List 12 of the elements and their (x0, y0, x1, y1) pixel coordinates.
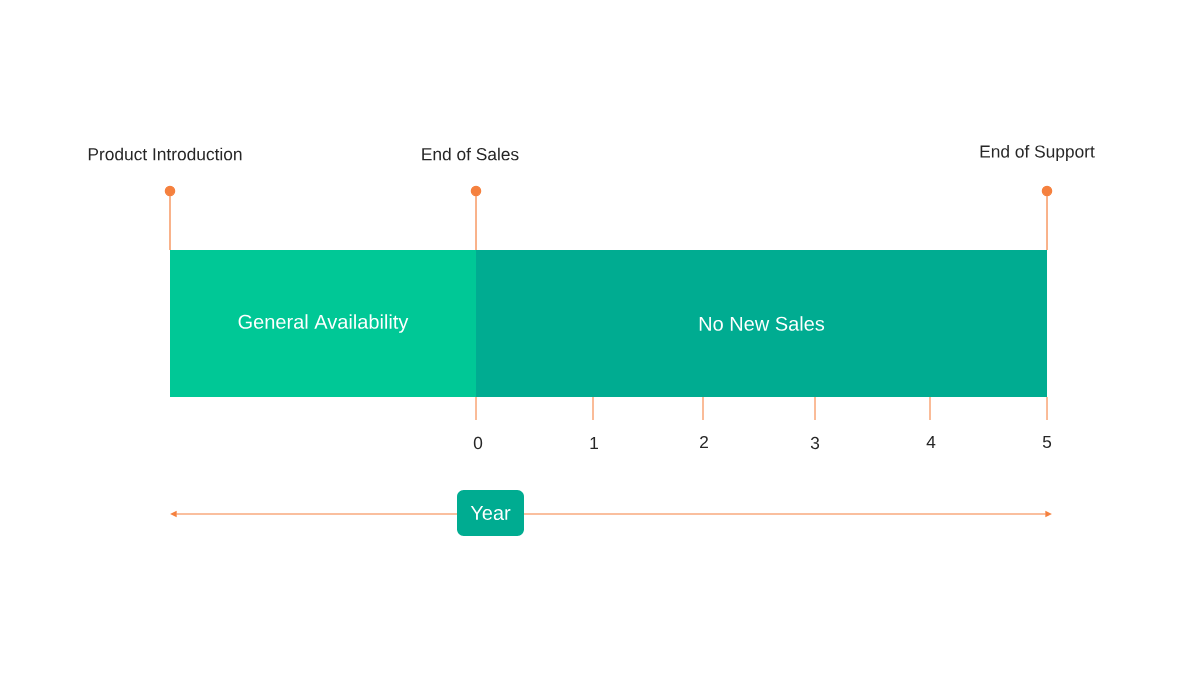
tick-label: 4 (926, 436, 936, 448)
tick-label: 3 (810, 436, 820, 450)
phase-bar: General Availability (170, 250, 476, 397)
milestone-label: Product Introduction (88, 147, 242, 161)
tick-label: 0 (473, 436, 483, 450)
label-box: Year (457, 490, 524, 536)
tick-label: 5 (1042, 435, 1052, 449)
phase-bar: No New Sales (476, 250, 1047, 397)
milestone-label: End of Support (980, 144, 1095, 162)
tick-label: 2 (700, 435, 708, 449)
milestone-label: End of Sales (422, 147, 519, 161)
tick-label: 1 (590, 437, 598, 449)
